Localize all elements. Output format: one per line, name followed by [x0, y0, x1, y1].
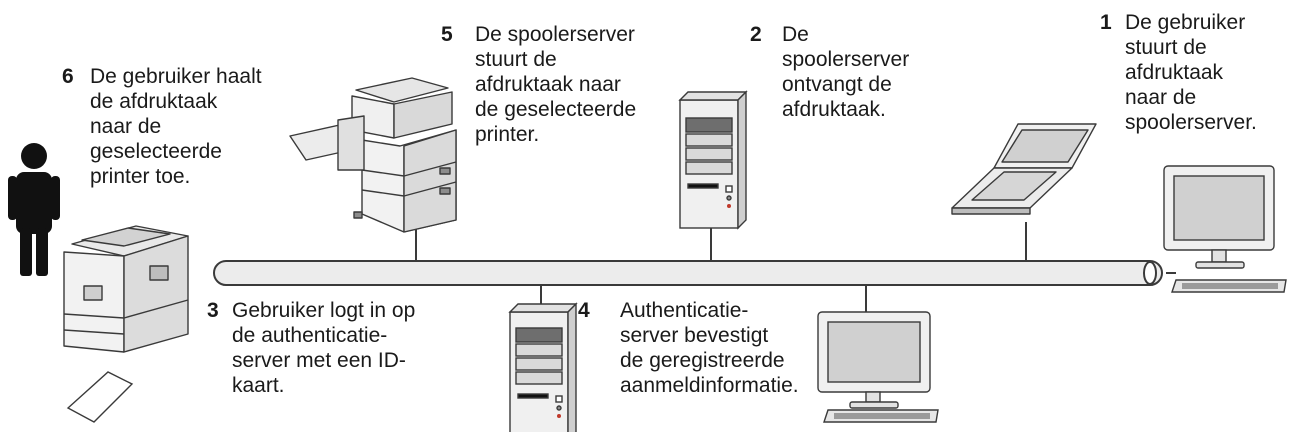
step-number: 5 [441, 23, 453, 46]
network-bus [213, 260, 1163, 286]
authentication-server-icon [508, 302, 578, 432]
desktop-computer-icon [1163, 165, 1287, 293]
printer-icon [63, 225, 189, 353]
step-4-label: 4 Authenticatie- server bevestigt de ger… [578, 298, 799, 398]
step-text: Authenticatie- server bevestigt de gereg… [620, 299, 799, 397]
step-5-label: 5 De spoolerserver stuurt de afdruktaak … [441, 22, 636, 147]
step-text: De spoolerserver stuurt de afdruktaak na… [475, 23, 637, 146]
step-number: 6 [62, 65, 74, 88]
step-number: 3 [207, 299, 219, 322]
step-text: De gebruiker stuurt de afdruktaak naar d… [1125, 11, 1257, 134]
desktop-computer-icon [817, 311, 939, 423]
step-3-label: 3 Gebruiker logt in op de authenticatie-… [207, 298, 415, 398]
step-number: 2 [750, 23, 762, 46]
step-6-label: 6 De gebruiker haalt de afdruktaak naar … [62, 64, 262, 189]
network-connectors [415, 222, 1176, 312]
step-2-label: 2 De spoolerserver ontvangt de afdruktaa… [750, 22, 909, 122]
step-number: 1 [1100, 11, 1112, 34]
multifunction-printer-icon [289, 77, 457, 233]
step-number: 4 [578, 299, 590, 322]
step-text: De gebruiker haalt de afdruktaak naar de… [90, 65, 262, 188]
spooler-server-icon [678, 90, 748, 230]
laptop-icon [951, 123, 1097, 215]
step-text: Gebruiker logt in op de authenticatie- s… [232, 299, 416, 397]
step-text: De spoolerserver ontvangt de afdruktaak. [782, 23, 910, 121]
id-card-icon [66, 371, 134, 423]
step-1-label: 1 De gebruiker stuurt de afdruktaak naar… [1100, 10, 1257, 135]
person-icon [8, 143, 60, 276]
